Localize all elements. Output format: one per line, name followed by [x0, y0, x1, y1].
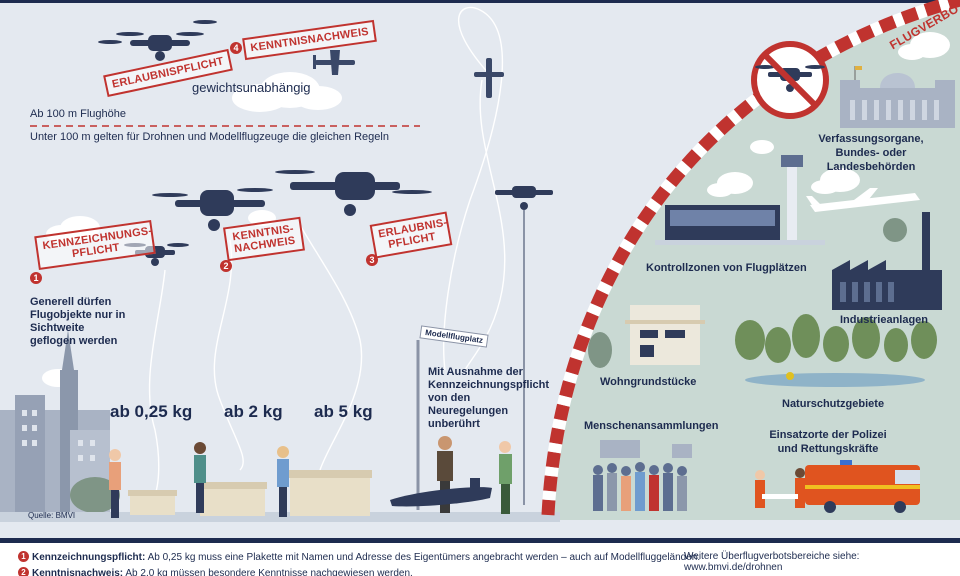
zone-kontrollzonen: Kontrollzonen von Flugplätzen [646, 262, 807, 274]
below-100m-label: Unter 100 m gelten für Drohnen und Model… [30, 131, 389, 143]
city-left [0, 330, 120, 520]
drone-large [275, 170, 432, 216]
government-building [840, 66, 955, 128]
zone-wohngrundstuecke: Wohngrundstücke [600, 376, 697, 388]
footnote-2-text: Ab 2,0 kg müssen besondere Kenntnisse na… [125, 568, 413, 576]
marker-4: 4 [230, 42, 242, 54]
airplane [806, 188, 920, 212]
footnote-2-label: Kenntnisnachweis: [32, 568, 124, 576]
top-border [0, 0, 960, 3]
crowd [593, 440, 692, 511]
general-rule-text: Generell dürfen Flugobjekte nur in Sicht… [30, 296, 126, 347]
model-airfield-exception-text: Mit Ausnahme der Kennzeichnungspflicht v… [428, 366, 549, 430]
no-drone-symbol [751, 41, 829, 119]
airport [655, 155, 825, 245]
zone-einsatzorte: Einsatzorte der Polizei und Rettungskräf… [769, 429, 887, 455]
emergency-vehicle [755, 460, 920, 513]
drone-top-left [98, 20, 217, 61]
zone-industrie: Industrieanlagen [840, 314, 929, 326]
residential-house [588, 305, 705, 368]
model-plane-top [313, 50, 355, 75]
ground-plane [390, 478, 492, 507]
model-plane-vertical [474, 58, 504, 98]
marker-1: 1 [30, 272, 42, 284]
scene-illustration [0, 0, 960, 522]
flugverbot-boundary [541, 0, 960, 516]
no-fly-zone-area [548, 0, 960, 520]
pilots [109, 436, 512, 518]
marker-2: 2 [220, 260, 232, 272]
footnote-1-label: Kennzeichnungspflicht: [32, 552, 146, 563]
weight-label-1: ab 0,25 kg [110, 402, 193, 421]
industrial-plant [832, 212, 942, 310]
flugverbot-boundary-white [541, 0, 960, 516]
drone-medium [152, 188, 273, 231]
drone-boxes [128, 470, 372, 516]
source-label: Quelle: BMVI [28, 511, 76, 520]
weight-independent-label: gewichtsunabhängig [192, 80, 311, 95]
footnote-2-marker: 2 [18, 567, 29, 576]
weight-label-2: ab 2 kg [224, 402, 283, 421]
flight-paths [148, 6, 506, 496]
zone-menschenansammlungen: Menschenansammlungen [584, 420, 719, 432]
drone-pole [495, 186, 553, 505]
footnote-1-marker: 1 [18, 551, 29, 562]
nature-reserve [735, 314, 937, 387]
footnote-1-text: Ab 0,25 kg muss eine Plakette mit Namen … [147, 552, 701, 563]
above-100m-label: Ab 100 m Flughöhe [30, 108, 127, 120]
weight-label-3: ab 5 kg [314, 402, 373, 421]
more-info-link[interactable]: Weitere Überflugverbotsbereiche siehe: w… [684, 551, 860, 573]
marker-3: 3 [366, 254, 378, 266]
zone-naturschutzgebiete: Naturschutzgebiete [782, 398, 885, 410]
zone-verfassungsorgane: Verfassungsorgane, Bundes- oder Landesbe… [818, 133, 924, 173]
